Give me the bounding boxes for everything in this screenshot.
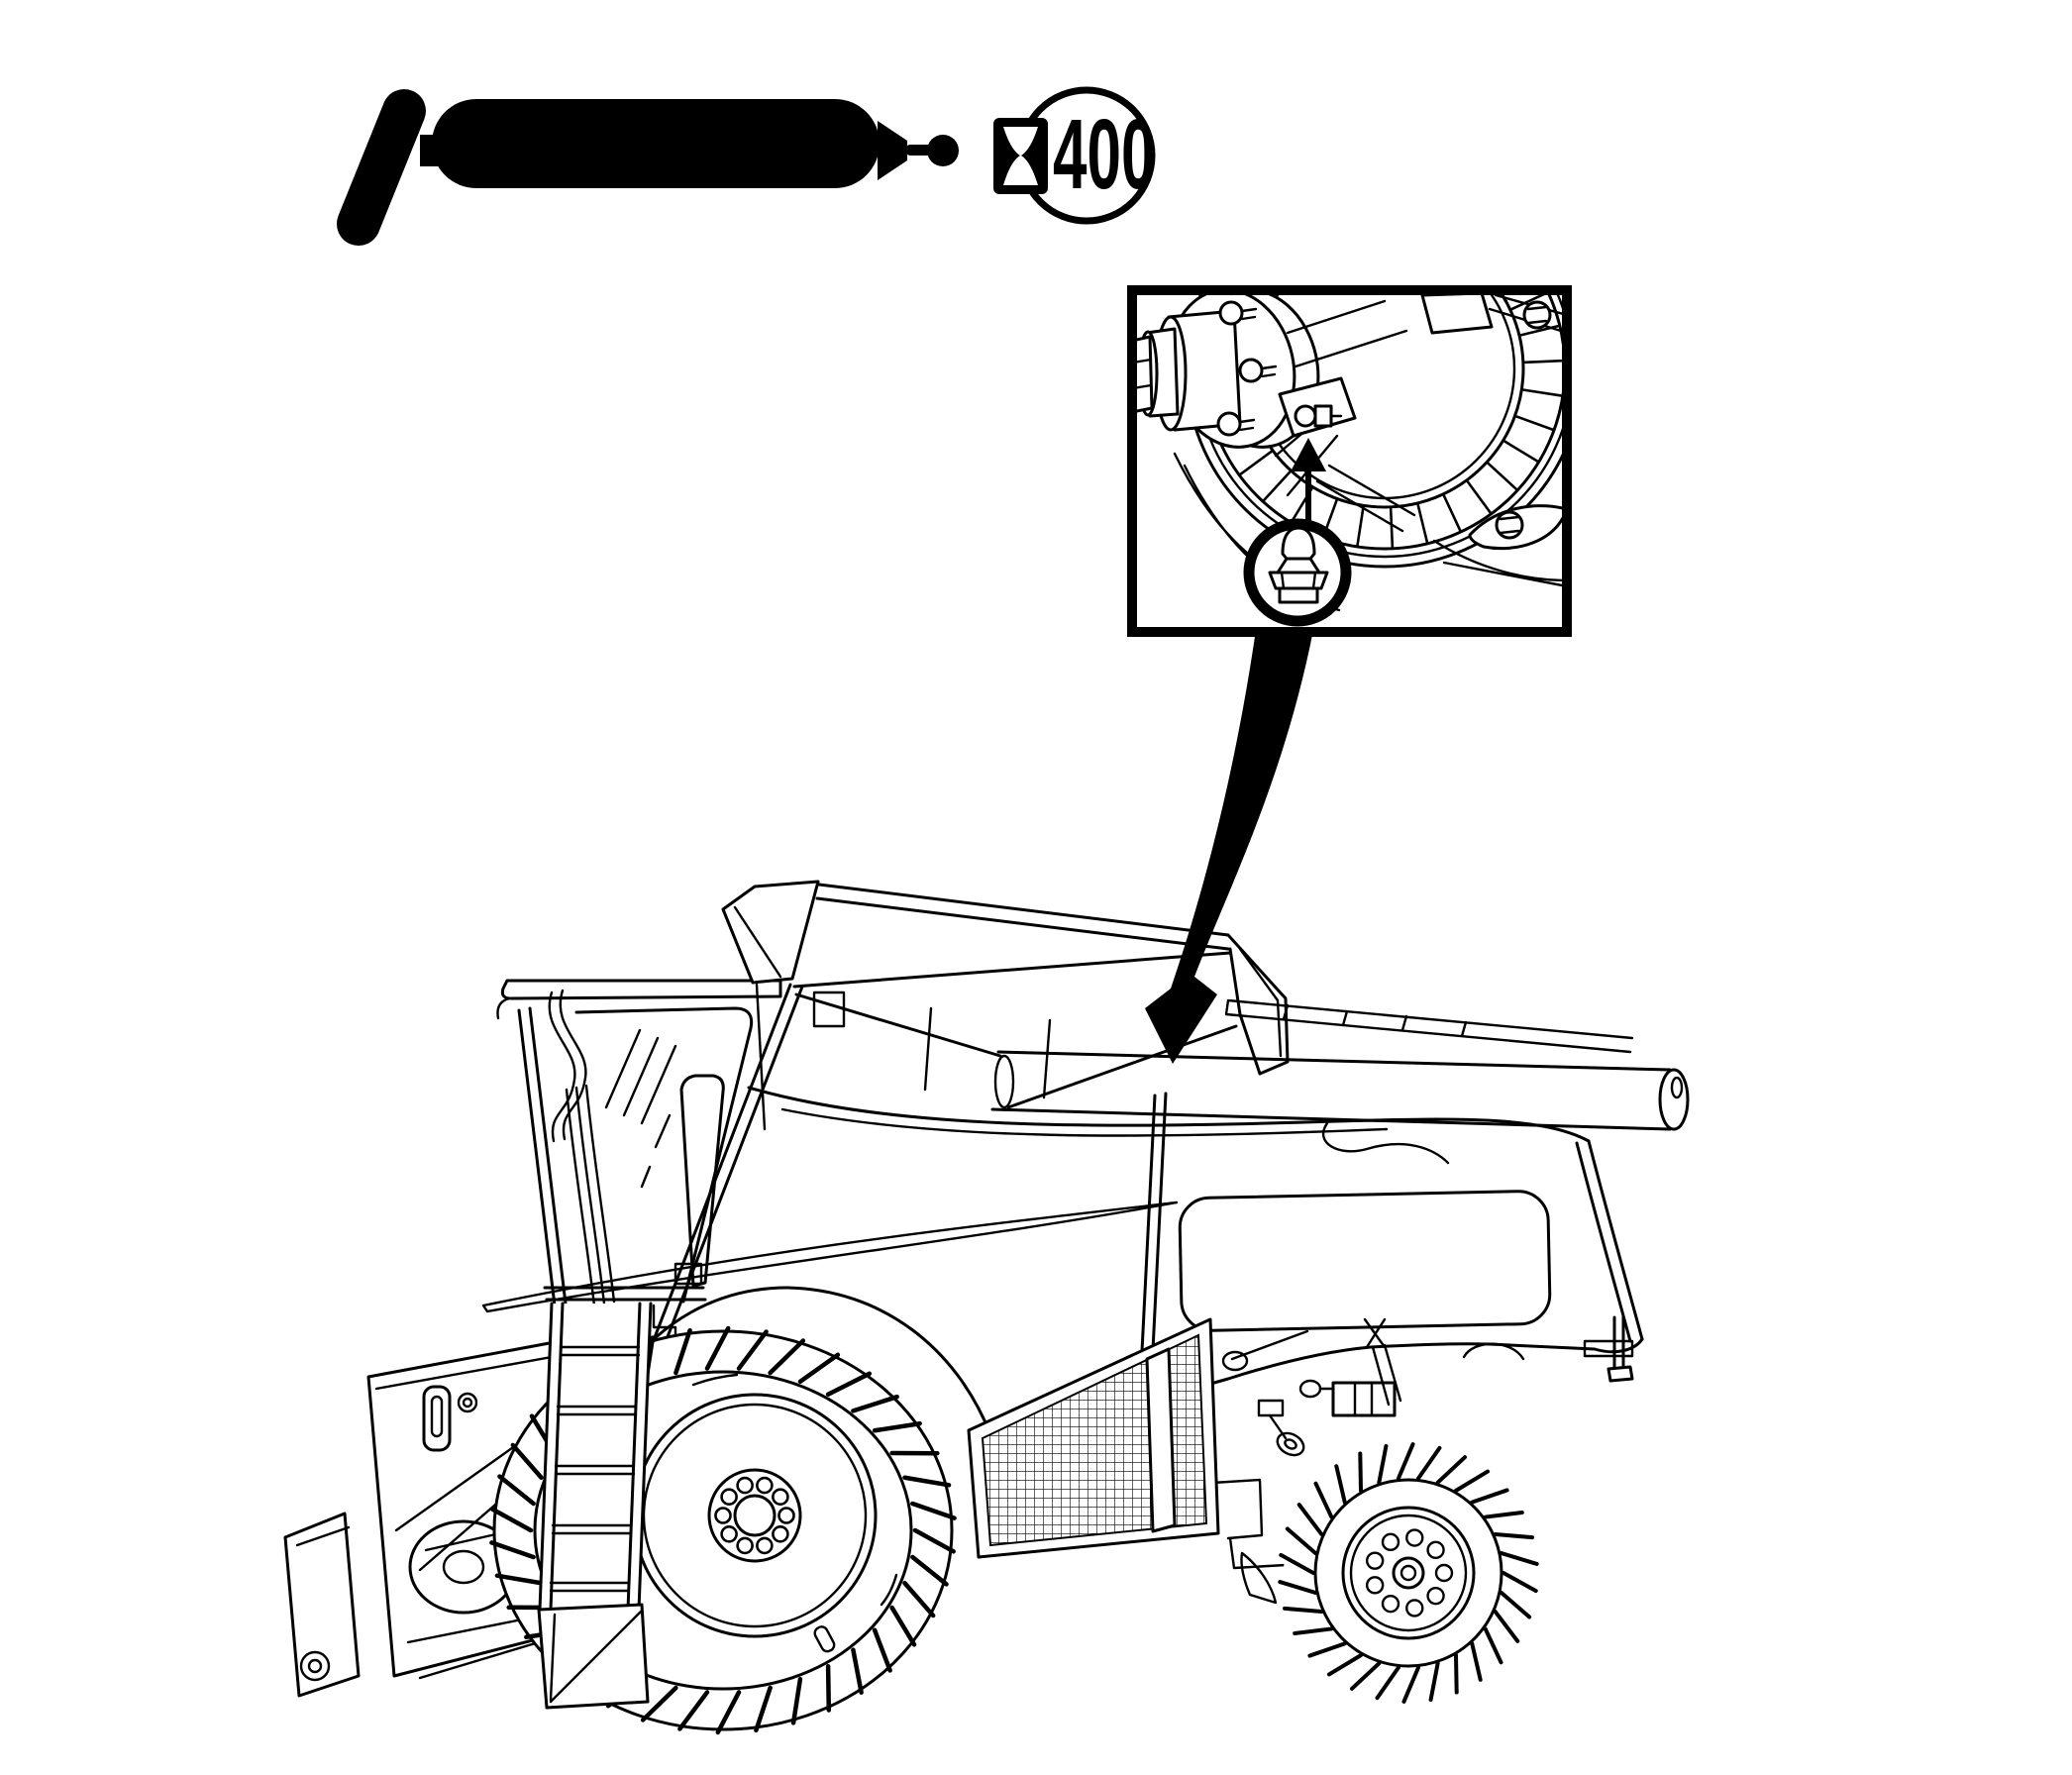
service-interval-badge: 400 — [993, 86, 1156, 225]
tapered-callout-arrow — [1145, 630, 1313, 1064]
combine-harvester-illustration — [283, 880, 1690, 1735]
ladder — [537, 1302, 653, 1710]
rear-wheel — [1278, 1442, 1539, 1704]
body-side — [481, 1086, 1644, 1605]
grain-tank — [721, 880, 1290, 1131]
detail-inset — [1127, 285, 1572, 637]
up-arrow-icon — [1291, 438, 1326, 522]
grease-zerk-icon — [1268, 526, 1329, 604]
unloading-auger — [990, 998, 1690, 1131]
mounting-plate — [1420, 295, 1562, 587]
grease-fitting — [1294, 404, 1343, 428]
grease-gun-icon — [337, 89, 959, 246]
inset-border — [1127, 285, 1572, 637]
engine-mesh-grille — [967, 1317, 1220, 1559]
interval-value: 400 — [1053, 99, 1155, 210]
magnifier-circle — [1243, 518, 1352, 627]
drive-shaft-hub — [1137, 295, 1416, 533]
